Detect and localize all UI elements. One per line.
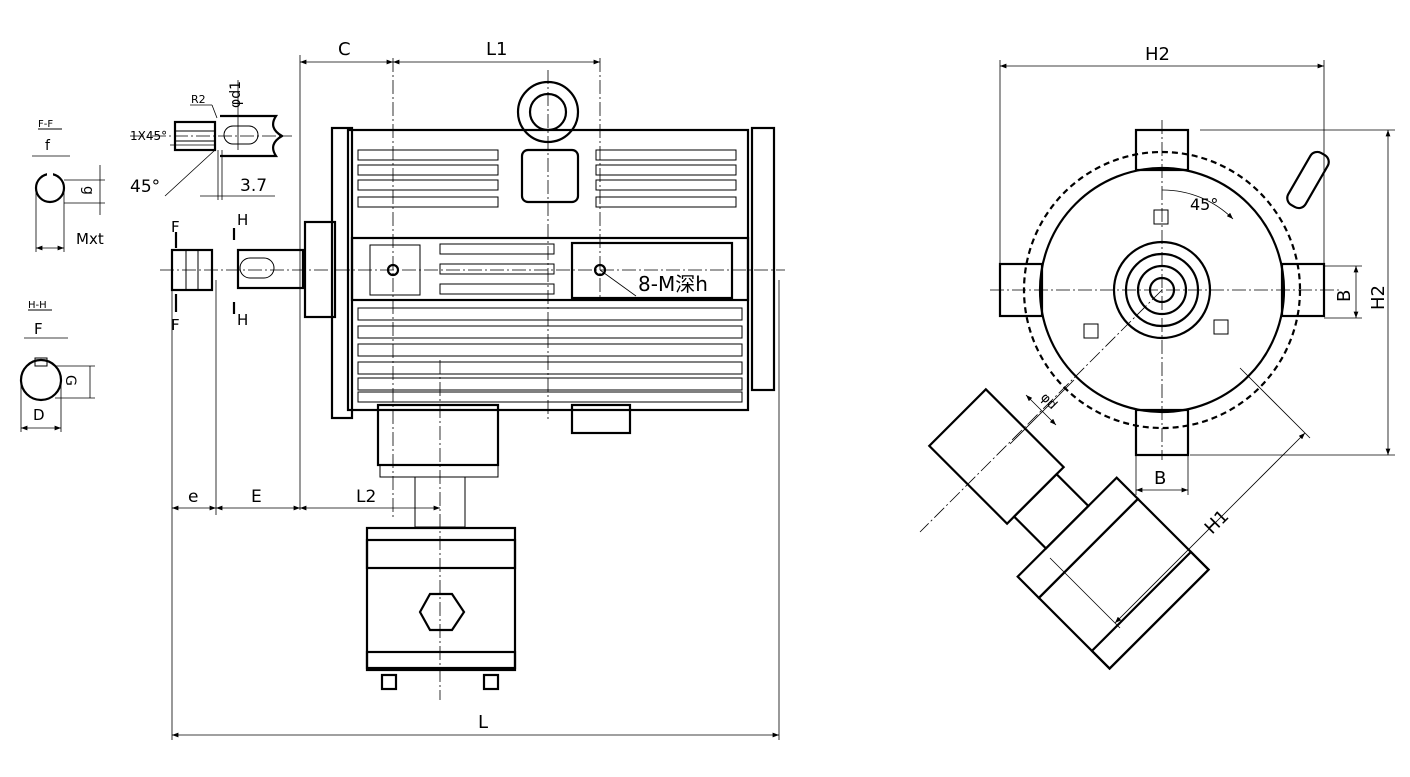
section-mark-f-bottom: F bbox=[171, 316, 180, 334]
section-mark-h-bottom: H bbox=[237, 311, 248, 329]
section-f-f: F-F f g Mxt bbox=[32, 119, 105, 252]
dim-h2-top-label: H2 bbox=[1145, 44, 1170, 65]
length-3-7-label: 3.7 bbox=[240, 176, 267, 196]
section-mark-f-top: F bbox=[171, 218, 180, 236]
dim-h1-label: H1 bbox=[1201, 506, 1234, 539]
section-hh-title: H-H bbox=[28, 300, 47, 311]
dim-l2-label: L2 bbox=[356, 487, 376, 507]
dim-l-label: L bbox=[478, 712, 488, 733]
section-mark-h-top: H bbox=[237, 211, 248, 229]
dim-b-bottom-label: B bbox=[1154, 468, 1166, 489]
section-ff-title: F-F bbox=[38, 119, 53, 130]
phi-d1-label: φd1 bbox=[228, 81, 244, 108]
dim-F-label: F bbox=[34, 320, 43, 338]
dim-mxt-label: Mxt bbox=[76, 230, 104, 248]
dim-b-right-label: B bbox=[1334, 290, 1355, 302]
r2-label: R2 bbox=[191, 93, 206, 106]
dim-G-label: G bbox=[62, 375, 78, 386]
dim-h2-right-label: H2 bbox=[1368, 285, 1389, 310]
chamfer-label: 1X45° bbox=[130, 129, 167, 143]
dim-g-label: g bbox=[80, 186, 96, 195]
dim-D-label: D bbox=[33, 406, 45, 424]
angle-45-label: 45° bbox=[130, 177, 160, 197]
mounting-holes-label: 8-M深h bbox=[638, 272, 708, 296]
dim-e-big-label: E bbox=[251, 487, 262, 507]
side-view: H2 H2 B B 45° H1 φd bbox=[919, 44, 1395, 671]
dim-c-label: C bbox=[338, 39, 351, 60]
dim-l1-label: L1 bbox=[486, 39, 507, 60]
dim-e-small-label: e bbox=[188, 487, 198, 507]
dim-f-label: f bbox=[45, 138, 51, 154]
section-h-h: H-H F G D bbox=[19, 300, 95, 432]
angle-45-side-label: 45° bbox=[1190, 195, 1218, 214]
front-view: C L1 8-M深h e E L2 L F F H H bbox=[160, 39, 785, 740]
shaft-end-detail: R2 φd1 1X45° 45° 3.7 bbox=[130, 80, 292, 200]
